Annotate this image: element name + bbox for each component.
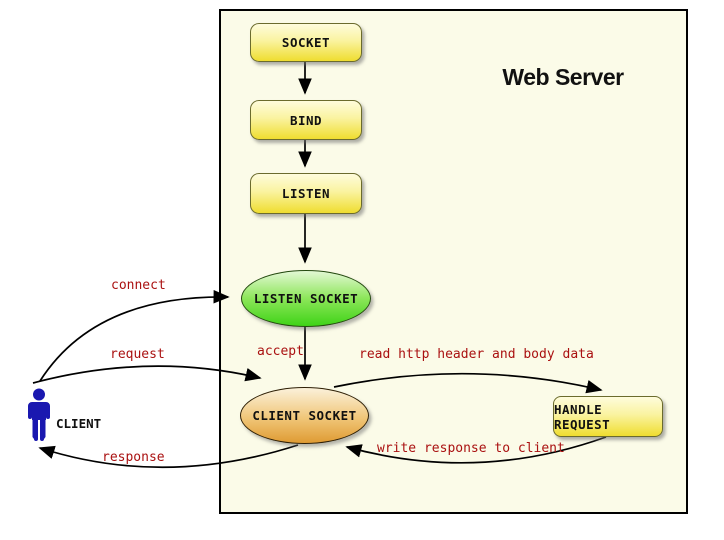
node-handle-request-label: HANDLE REQUEST	[554, 401, 611, 432]
arrow-read-http	[333, 372, 603, 394]
node-client-socket: CLIENT SOCKET	[240, 387, 369, 444]
client-person-icon	[28, 388, 50, 441]
arrow-request	[32, 365, 262, 384]
edge-label-read-http: read http header and body data	[359, 347, 594, 362]
edge-label-connect: connect	[111, 278, 166, 293]
node-socket: SOCKET	[250, 23, 362, 62]
node-listen: LISTEN	[250, 173, 362, 214]
node-socket-label: SOCKET	[281, 35, 331, 50]
client-actor-label: CLIENT	[56, 416, 102, 431]
edge-label-request: request	[110, 347, 165, 362]
arrow-write-response	[345, 436, 607, 464]
diagram-title: Web Server	[502, 64, 624, 90]
node-listen-label: LISTEN	[281, 186, 331, 201]
edge-label-write-response: write response to client	[377, 441, 565, 456]
node-client-socket-label: CLIENT SOCKET	[252, 408, 357, 423]
edge-label-response: response	[102, 450, 165, 465]
arrow-connect	[39, 289, 230, 382]
node-listen-socket: LISTEN SOCKET	[241, 270, 371, 327]
node-listen-socket-label: LISTEN SOCKET	[253, 291, 359, 306]
arrow-response	[38, 444, 299, 469]
node-bind: BIND	[250, 100, 362, 140]
edge-label-accept: accept	[257, 344, 304, 359]
node-handle-request: HANDLE REQUEST	[553, 396, 663, 437]
node-bind-label: BIND	[289, 112, 323, 128]
